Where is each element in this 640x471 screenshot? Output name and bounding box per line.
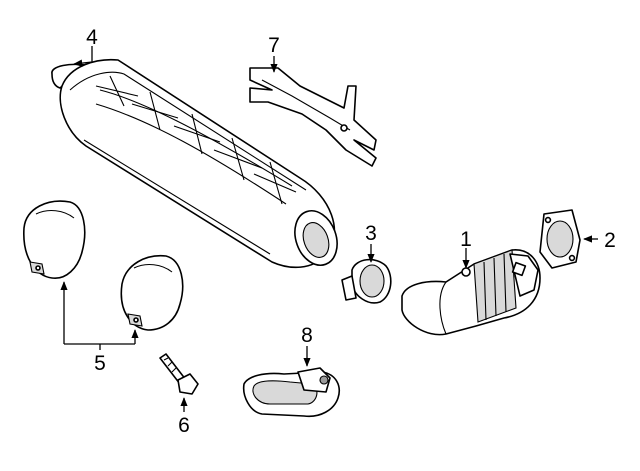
clamp-part <box>341 258 392 304</box>
leader-lines <box>60 46 598 412</box>
leader-4 <box>73 46 93 67</box>
callout-7: 7 <box>268 34 280 57</box>
bolt-part <box>159 353 199 395</box>
tailpipe-tip-part <box>242 367 340 418</box>
callout-2: 2 <box>604 229 616 252</box>
callout-6: 6 <box>178 414 190 437</box>
callout-4: 4 <box>86 26 98 49</box>
callout-3: 3 <box>365 222 377 245</box>
catalytic-converter-part <box>401 249 541 336</box>
bracket-part <box>249 67 377 167</box>
callout-1: 1 <box>460 228 472 251</box>
muffler-part <box>51 58 338 269</box>
tip-shield-left <box>23 200 86 279</box>
tip-shield-right <box>120 255 184 331</box>
callout-5: 5 <box>94 352 106 375</box>
gasket-part <box>539 209 581 269</box>
callout-8: 8 <box>301 324 313 347</box>
muffler-embossing <box>95 75 297 205</box>
